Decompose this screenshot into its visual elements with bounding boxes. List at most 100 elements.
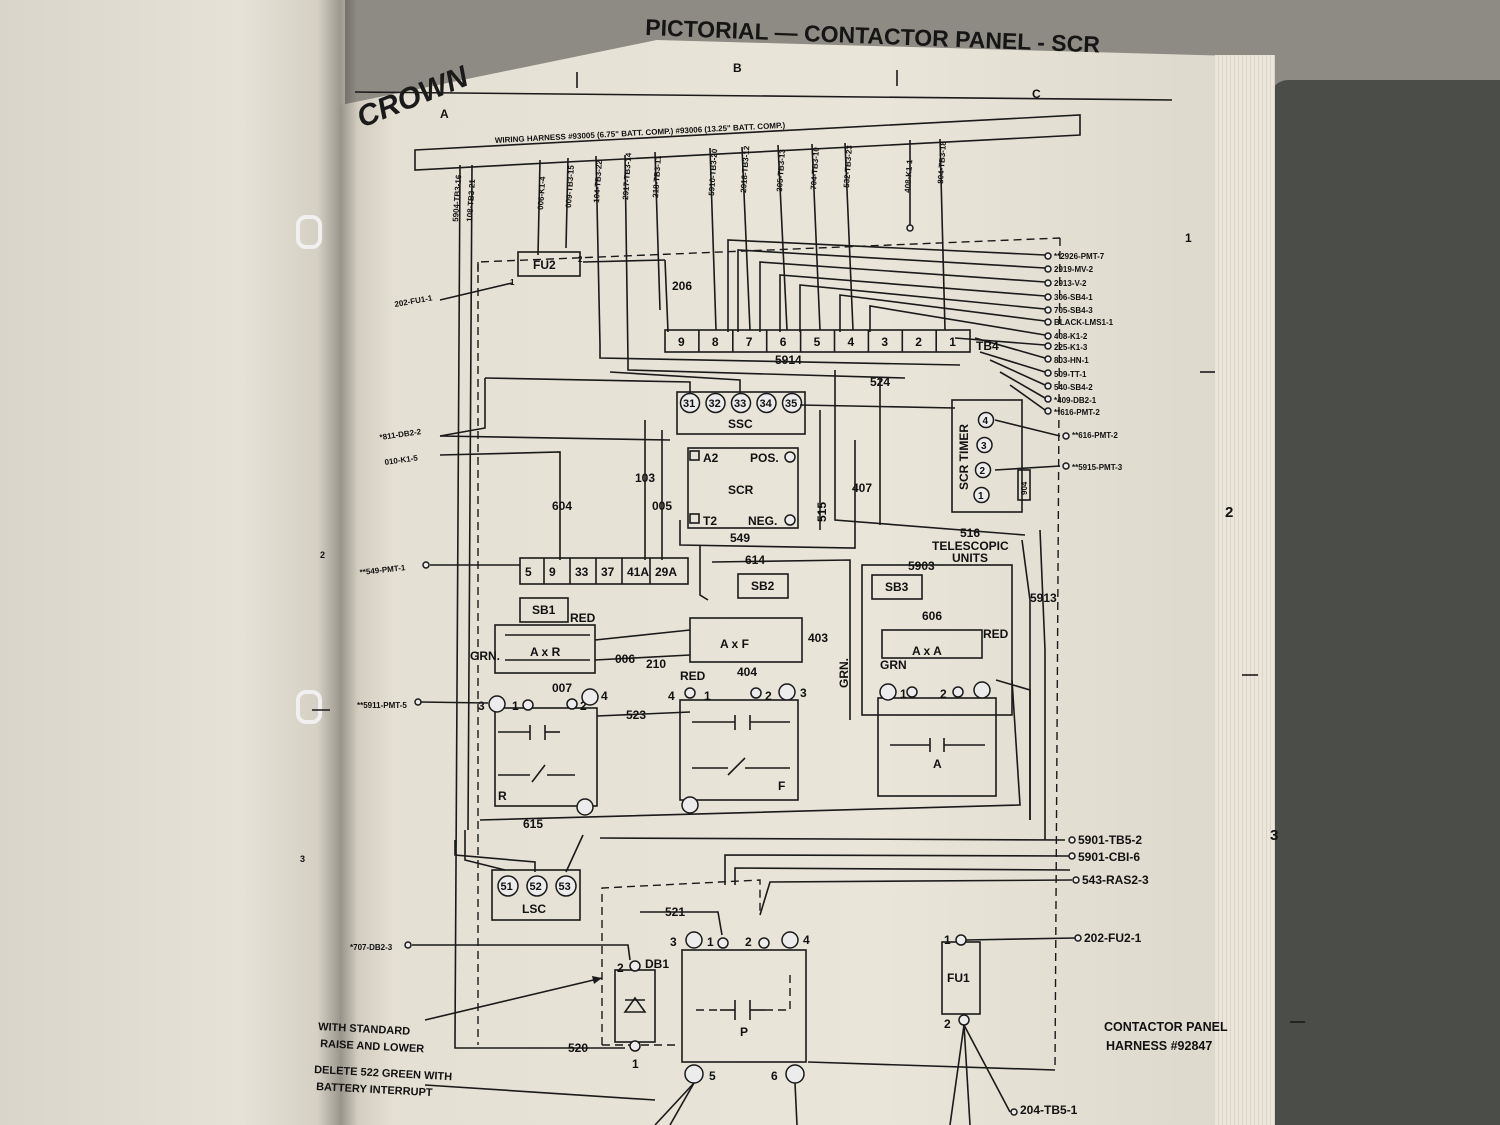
diode-db1 — [614, 969, 656, 1043]
svg-text:1: 1 — [510, 278, 515, 287]
svg-text:5910-TB3-20: 5910-TB3-20 — [707, 148, 719, 196]
row-marker: 3 — [300, 854, 305, 864]
timer-terminal-label: 2 — [980, 466, 986, 477]
zone-label: A — [440, 107, 449, 121]
wiring-harness-banner — [414, 114, 1081, 171]
sb2-label: SB2 — [751, 579, 775, 593]
svg-text:GRN.: GRN. — [470, 649, 500, 663]
svg-text:6: 6 — [771, 1069, 778, 1083]
wire-label: **616-PMT-2 — [1072, 431, 1118, 440]
svg-text:5913: 5913 — [1030, 591, 1057, 605]
svg-text:UNITS: UNITS — [952, 551, 988, 565]
lsc-terminal-label: 53 — [559, 881, 571, 893]
svg-text:210: 210 — [646, 657, 666, 671]
svg-text:A2: A2 — [703, 451, 719, 465]
scr-label: SCR — [728, 483, 754, 497]
right-lower-wires: 5901-TB5-2 5901-CBI-6 543-RAS2-3 202-FU2… — [724, 833, 1149, 1117]
svg-text:5904-TB3-16: 5904-TB3-16 — [451, 174, 463, 222]
terminal-block-tb4 — [664, 329, 971, 353]
svg-text:T2: T2 — [703, 514, 717, 528]
scr-timer-label: SCR TIMER — [957, 424, 971, 490]
top-wire-labels: 5904-TB3-16 108-TB3-21 006-K1-4 009-TB3-… — [451, 140, 948, 222]
db1-label: DB1 — [645, 957, 669, 971]
svg-text:5903: 5903 — [908, 559, 935, 573]
lsc-terminal-label: 52 — [530, 881, 542, 893]
svg-text:A x F: A x F — [720, 637, 749, 651]
wire-label: **549-PMT-1 — [359, 563, 406, 577]
binder-ring — [296, 215, 322, 249]
svg-text:4: 4 — [803, 933, 810, 947]
svg-text:BLACK-LMS1-1: BLACK-LMS1-1 — [1054, 318, 1114, 327]
binder-cover — [1270, 80, 1500, 1125]
strip-terminal: 29A — [655, 565, 677, 579]
svg-text:2: 2 — [617, 961, 624, 975]
svg-text:*409-DB2-1: *409-DB2-1 — [1054, 396, 1097, 405]
strip-terminal: 37 — [601, 565, 615, 579]
lsc-module — [491, 869, 581, 921]
tb4-label: TB4 — [976, 339, 999, 353]
svg-text:1: 1 — [707, 935, 714, 949]
switch-sb2 — [737, 573, 789, 599]
svg-text:2: 2 — [765, 689, 772, 703]
contactor-p-label: P — [740, 1025, 748, 1039]
contactor-r — [494, 707, 598, 807]
row-marker: 1 — [1185, 231, 1192, 245]
ssc-terminal — [679, 392, 701, 414]
svg-text:614: 614 — [745, 553, 765, 567]
terminal-strip — [519, 557, 689, 585]
strip-terminal: 41A — [627, 565, 649, 579]
svg-text:407: 407 — [852, 481, 872, 495]
svg-text:3: 3 — [478, 699, 485, 713]
svg-text:516: 516 — [960, 526, 980, 540]
ssc-terminal — [756, 392, 777, 414]
svg-text:615: 615 — [523, 817, 543, 831]
svg-text:RED: RED — [570, 611, 596, 625]
wire-label: **5911-PMT-5 — [357, 701, 407, 710]
contactor-p — [681, 949, 807, 1063]
ssc-terminal — [730, 392, 752, 414]
tb4-terminal-5: 5 — [814, 335, 821, 349]
svg-text:1: 1 — [704, 689, 711, 703]
ssc-terminal-label: 33 — [734, 398, 746, 410]
lsc-terminal — [526, 875, 548, 897]
sb3-label: SB3 — [885, 580, 909, 594]
svg-text:540-SB4-2: 540-SB4-2 — [1054, 383, 1093, 392]
svg-text:509-TT-1: 509-TT-1 — [1054, 370, 1087, 379]
svg-text:549: 549 — [730, 531, 750, 545]
lsc-terminal — [497, 875, 519, 897]
svg-text:108-TB3-21: 108-TB3-21 — [465, 178, 477, 222]
ssc-terminal-label: 35 — [785, 398, 797, 410]
svg-text:804-TB3-18: 804-TB3-18 — [936, 140, 948, 184]
contactor-a-label: A — [933, 757, 942, 771]
tb4-terminal-7: 7 — [746, 335, 753, 349]
zone-label: C — [1032, 87, 1041, 101]
svg-text:**2926-PMT-7: **2926-PMT-7 — [1054, 252, 1105, 261]
left-page — [0, 0, 345, 1125]
svg-text:2: 2 — [578, 255, 583, 264]
page-title: PICTORIAL — CONTACTOR PANEL - SCR — [645, 14, 1101, 57]
tb4-terminal-4: 4 — [848, 335, 855, 349]
fu1-label: FU1 — [947, 971, 970, 985]
svg-text:515: 515 — [815, 502, 829, 522]
row-marker: 2 — [320, 550, 325, 560]
ssc-terminal-label: 34 — [760, 398, 773, 410]
wire-label: *707-DB2-3 — [350, 943, 393, 952]
tb4-terminal-1: 1 — [949, 335, 956, 349]
tb4-terminal-8: 8 — [712, 335, 719, 349]
svg-text:A x R: A x R — [530, 645, 561, 659]
scr-timer — [951, 399, 1023, 513]
contactor-r-label: R — [498, 789, 507, 803]
svg-text:RED: RED — [983, 627, 1009, 641]
ssc-terminal-label: 32 — [709, 398, 721, 410]
svg-text:408-K1-2: 408-K1-2 — [1054, 332, 1088, 341]
svg-text:2: 2 — [944, 1017, 951, 1031]
right-wire-runs — [727, 239, 1046, 411]
lsc-label: LSC — [522, 902, 546, 916]
svg-text:006-K1-4: 006-K1-4 — [536, 176, 547, 210]
svg-text:2917-TB3-14: 2917-TB3-14 — [621, 152, 633, 200]
timer-terminal-label: 4 — [983, 416, 989, 427]
